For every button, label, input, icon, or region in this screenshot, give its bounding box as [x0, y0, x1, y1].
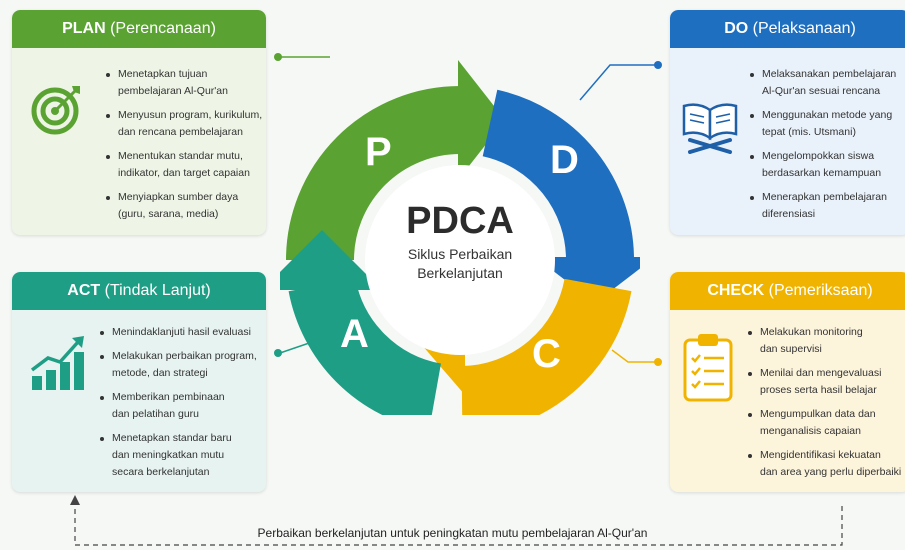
check-panel: CHECK (Pemeriksaan) Melakukan monitoring… [670, 272, 905, 492]
check-subtitle: (Pemeriksaan) [768, 282, 873, 299]
plan-header: PLAN (Perencanaan) [12, 10, 266, 48]
do-panel: DO (Pelaksanaan) Melaksanakan pembelajar… [670, 10, 905, 235]
clipboard-checklist-icon [683, 334, 733, 402]
letter-d: D [550, 138, 579, 182]
act-subtitle: (Tindak Lanjut) [104, 282, 211, 299]
list-item: Menyusun program, kurikulum,dan rencana … [104, 107, 266, 141]
do-arc [481, 89, 640, 303]
act-header: ACT (Tindak Lanjut) [12, 272, 266, 310]
act-panel: ACT (Tindak Lanjut) Menindaklanjuti hasi… [12, 272, 266, 492]
footer-caption: Perbaikan berkelanjutan untuk peningkata… [257, 526, 648, 540]
quran-book-icon [682, 103, 738, 154]
letter-a: A [340, 312, 369, 356]
plan-subtitle: (Perencanaan) [110, 20, 216, 37]
center-subtitle-2: Berkelanjutan [417, 265, 503, 281]
target-icon [31, 86, 80, 135]
do-title: DO [724, 20, 749, 37]
list-item: Menyiapkan sumber daya(guru, sarana, med… [104, 189, 266, 223]
list-item: Melakukan perbaikan program,metode, dan … [98, 348, 266, 382]
act-arc [280, 230, 442, 415]
growth-chart-icon [30, 336, 84, 390]
list-item: Menindaklanjuti hasil evaluasi [98, 324, 266, 341]
do-subtitle: (Pelaksanaan) [752, 20, 856, 37]
check-header: CHECK (Pemeriksaan) [670, 272, 905, 310]
center-title: PDCA [406, 200, 514, 242]
plan-title: PLAN [62, 20, 106, 37]
center-subtitle-1: Siklus Perbaikan [408, 246, 512, 262]
pdca-cycle: P D C A PDCA Siklus Perbaikan Berkelanju… [280, 60, 640, 415]
plan-arc [286, 60, 505, 261]
act-title: ACT [67, 282, 101, 299]
check-title: CHECK [707, 282, 765, 299]
list-item: Menentukan standar mutu,indikator, dan t… [104, 148, 266, 182]
do-header: DO (Pelaksanaan) [670, 10, 905, 48]
letter-p: P [365, 130, 392, 174]
center-circle [365, 165, 555, 355]
letter-c: C [532, 332, 561, 376]
act-list: Menindaklanjuti hasil evaluasi Melakukan… [98, 324, 266, 488]
